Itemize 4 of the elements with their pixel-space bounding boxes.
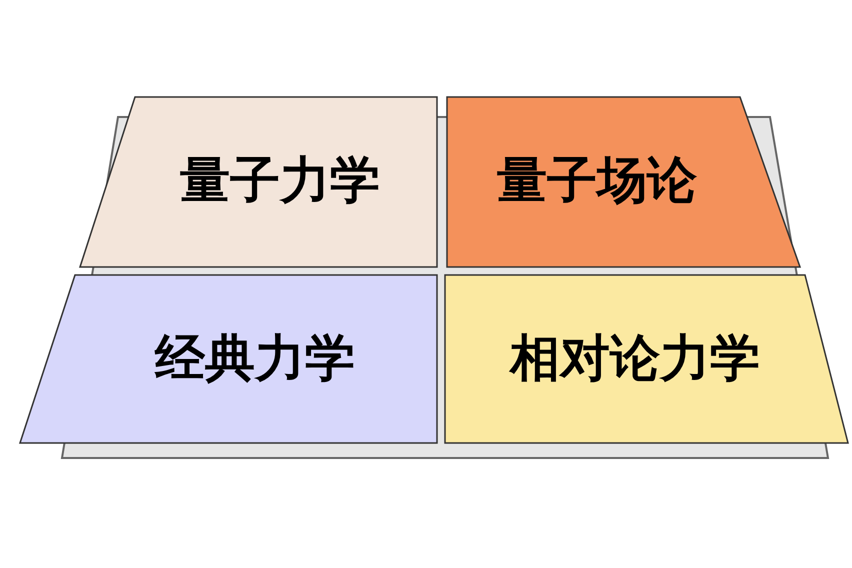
panel-title: 量子力学 bbox=[180, 150, 380, 211]
panel-title: 量子场论 bbox=[497, 150, 697, 211]
panel-title: 相对论力学 bbox=[510, 328, 760, 389]
panel-title: 经典力学 bbox=[155, 328, 355, 389]
